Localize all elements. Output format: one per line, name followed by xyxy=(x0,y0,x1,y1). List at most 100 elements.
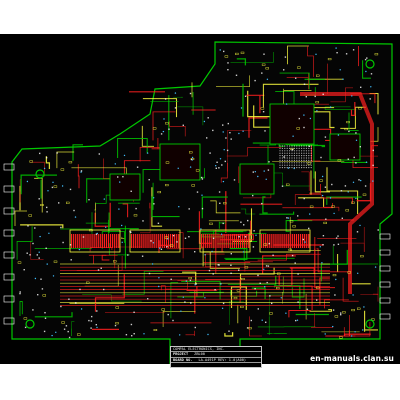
bga-ball xyxy=(310,159,312,161)
smd-pad xyxy=(227,62,229,64)
copper-trace xyxy=(71,321,75,336)
smd-pad xyxy=(291,149,294,151)
chip-pin xyxy=(237,234,240,248)
via xyxy=(191,156,194,159)
bga-ball xyxy=(298,150,300,152)
smd-pad xyxy=(364,185,367,187)
bga-ball xyxy=(298,147,300,149)
chip-pin xyxy=(217,234,219,248)
smd-pad xyxy=(45,247,47,249)
chip-pin xyxy=(267,234,269,248)
smd-pad xyxy=(337,235,339,237)
title-blank-row xyxy=(171,363,261,368)
via xyxy=(329,106,332,108)
mounting-hole xyxy=(35,169,45,179)
chip-pin xyxy=(209,234,211,248)
copper-trace xyxy=(283,88,312,107)
via xyxy=(255,234,257,236)
silk-outline xyxy=(374,53,379,56)
copper-trace xyxy=(262,196,268,214)
bga-ball xyxy=(298,164,300,166)
copper-trace xyxy=(186,286,198,297)
silk-outline xyxy=(332,274,337,277)
smd-pad xyxy=(189,279,192,282)
title-board-label: BOARD NO. xyxy=(173,357,193,362)
edge-connector xyxy=(379,313,391,320)
chip-pin xyxy=(281,234,283,248)
chip-pin xyxy=(235,234,238,248)
smd-pad xyxy=(253,230,255,232)
chip-pin xyxy=(147,234,149,248)
smd-pad xyxy=(160,133,163,135)
smd-pad xyxy=(157,222,160,224)
smd-pad xyxy=(214,289,216,291)
via xyxy=(263,268,265,270)
smd-pad xyxy=(254,288,256,290)
smd-pad xyxy=(212,237,215,239)
copper-trace xyxy=(160,285,166,303)
via xyxy=(220,283,222,285)
chip-pin xyxy=(265,234,267,248)
copper-trace xyxy=(142,98,178,118)
via xyxy=(304,241,306,243)
bga-ball xyxy=(310,145,312,147)
copper-trace xyxy=(294,194,322,205)
silk-outline xyxy=(241,277,245,280)
smd-pad xyxy=(227,69,229,71)
smd-pad xyxy=(263,53,265,55)
bga-ball xyxy=(305,145,307,147)
copper-trace xyxy=(316,248,349,273)
smd-pad xyxy=(226,149,229,152)
edge-connector xyxy=(379,297,391,304)
via xyxy=(215,165,217,167)
via xyxy=(185,280,187,282)
copper-trace xyxy=(20,174,57,195)
mounting-hole xyxy=(365,59,375,69)
bga-ball xyxy=(303,162,305,164)
chip-pin xyxy=(221,234,223,248)
chip-pin xyxy=(85,234,87,248)
silk-outline xyxy=(360,255,364,258)
copper-trace xyxy=(165,280,188,290)
via xyxy=(329,197,332,199)
smd-pad xyxy=(235,74,238,76)
bga-ball xyxy=(301,159,303,161)
smd-pad xyxy=(352,49,355,51)
smd-pad xyxy=(114,324,117,327)
silk-outline xyxy=(40,203,44,206)
silk-outline xyxy=(316,286,320,289)
via xyxy=(287,217,290,219)
smd-pad xyxy=(302,238,304,241)
via xyxy=(123,154,126,157)
smd-pad xyxy=(344,185,347,187)
pad-field xyxy=(17,47,379,339)
bga-ball xyxy=(310,150,312,152)
smd-pad xyxy=(19,291,21,293)
smd-pad xyxy=(324,136,327,138)
silk-outline xyxy=(89,229,93,232)
bga-ball xyxy=(281,152,283,154)
silk-outline xyxy=(53,260,58,263)
silk-outline xyxy=(260,107,265,110)
smd-pad xyxy=(369,98,371,100)
smd-pad xyxy=(272,254,274,256)
via xyxy=(319,246,321,248)
via xyxy=(280,297,282,299)
silk-outline xyxy=(323,221,327,224)
bga-ball xyxy=(291,145,293,147)
bga-ball xyxy=(310,152,312,154)
chip-pin xyxy=(109,234,112,248)
silk-outline xyxy=(327,58,332,61)
pcb-artwork xyxy=(3,41,393,364)
edge-connector xyxy=(3,251,15,259)
smd-pad xyxy=(80,170,83,172)
silk-outline xyxy=(115,306,120,309)
copper-trace xyxy=(362,60,371,79)
silk-outline xyxy=(331,205,335,208)
bga-ball xyxy=(298,159,300,161)
via xyxy=(162,130,165,133)
silk-outline xyxy=(42,294,46,297)
smd-pad xyxy=(303,83,306,85)
smd-pad xyxy=(359,146,361,148)
via xyxy=(219,49,221,51)
